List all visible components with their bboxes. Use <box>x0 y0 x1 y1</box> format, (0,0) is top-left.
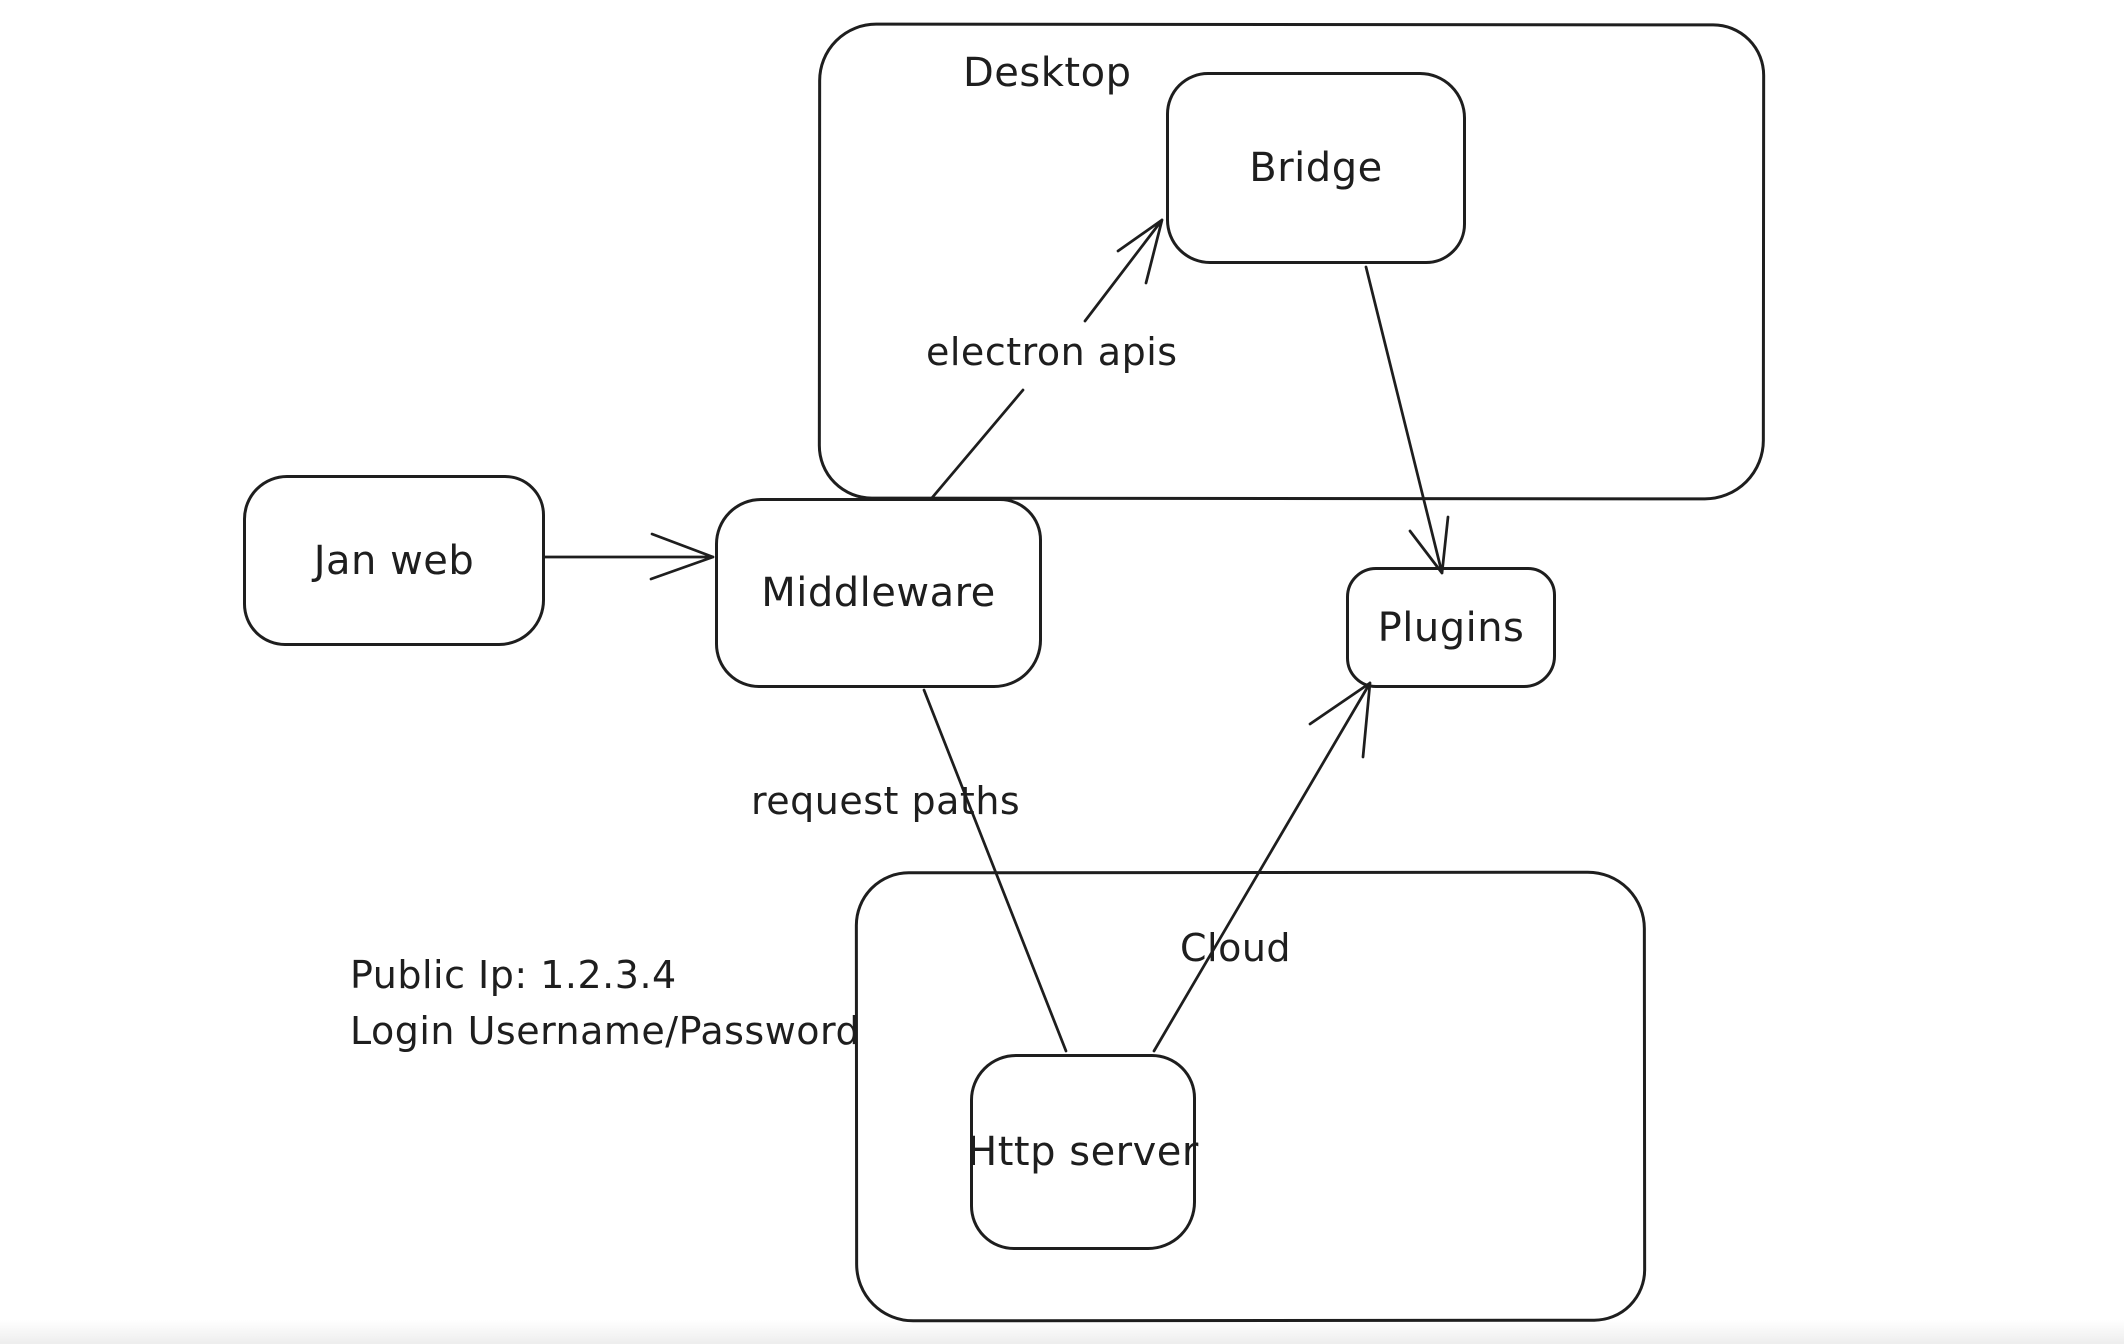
arrow-janweb-to-middleware[interactable] <box>543 532 715 581</box>
annotation-line-login: Login Username/Password <box>350 1009 861 1053</box>
node-http-server[interactable]: Http server <box>967 1054 1199 1250</box>
node-middleware[interactable]: Middleware <box>715 498 1042 688</box>
edge-label-request-paths[interactable]: request paths <box>751 779 1021 823</box>
arrow-httpserver-to-plugins[interactable] <box>1152 681 1372 1053</box>
node-bridge-label: Bridge <box>1249 145 1383 191</box>
node-jan-web[interactable]: Jan web <box>243 475 545 646</box>
node-plugins-label: Plugins <box>1377 604 1525 651</box>
public-ip-annotation[interactable]: Public Ip: 1.2.3.4 Login Username/Passwo… <box>350 947 860 1059</box>
node-http-server-label: Http server <box>967 1129 1199 1175</box>
node-middleware-label: Middleware <box>761 570 996 616</box>
arrow-middleware-to-bridge[interactable] <box>929 218 1164 501</box>
node-bridge[interactable]: Bridge <box>1166 72 1466 264</box>
node-jan-web-label: Jan web <box>313 537 475 584</box>
cloud-group-label[interactable]: Cloud <box>1180 926 1292 970</box>
arrow-bridge-to-plugins[interactable] <box>1364 265 1450 575</box>
annotation-line-public-ip: Public Ip: 1.2.3.4 <box>350 953 677 997</box>
node-plugins[interactable]: Plugins <box>1346 567 1556 688</box>
edge-label-electron-apis[interactable]: electron apis <box>926 330 1178 374</box>
line-middleware-to-httpserver[interactable] <box>922 688 1068 1053</box>
desktop-group-label[interactable]: Desktop <box>963 50 1132 96</box>
